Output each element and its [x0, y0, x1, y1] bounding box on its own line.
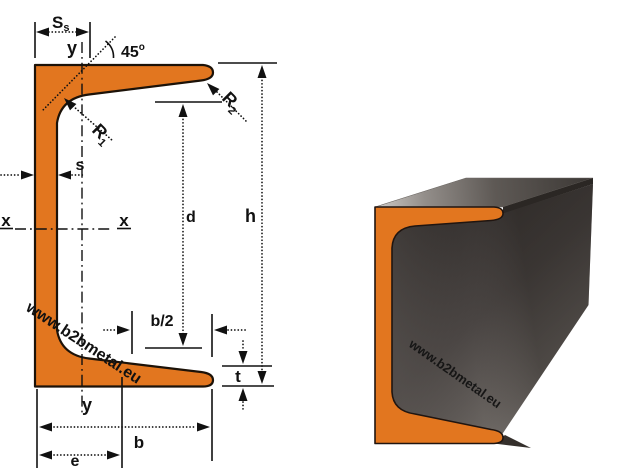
profile-3d: www.b2bmetal.eu: [374, 177, 594, 448]
dim-t: t: [235, 340, 248, 412]
dimension-label-s: s: [76, 157, 85, 174]
arrow-down-icon: [257, 371, 267, 384]
arrow-up-icon: [178, 104, 188, 117]
dim-ss: Ss: [36, 13, 89, 37]
profile-2d: [33, 63, 215, 388]
dim-angle-45: 45o: [42, 36, 145, 111]
axis-label-x-left: x: [1, 211, 11, 230]
dim-d: d: [178, 104, 196, 346]
arrow-up-left-icon: [64, 98, 77, 111]
arrow-left-icon: [36, 27, 49, 37]
dimension-label-h: h: [245, 206, 256, 226]
arrow-right-icon: [107, 450, 120, 460]
extension-lines: [0, 22, 277, 468]
arrow-down-icon: [238, 351, 248, 364]
arrow-down-icon: [178, 333, 188, 346]
inner-surfaces-shading-3d: [392, 184, 593, 438]
flange-tip-end-3d: [503, 178, 593, 214]
arrow-left-icon: [58, 170, 71, 180]
dim-b-half: b/2: [103, 313, 248, 335]
front-face-3d: [374, 206, 504, 445]
dimension-label-b: b: [134, 433, 144, 452]
dimension-label-r1: R1: [86, 120, 116, 150]
arrow-right-icon: [197, 422, 210, 432]
dimension-label-angle: 45o: [121, 42, 145, 61]
arrow-right-icon: [117, 325, 130, 335]
channel-outline-2d: [33, 63, 215, 388]
dimension-label-e: e: [71, 453, 80, 469]
axis-label-x-right: x: [119, 211, 129, 230]
arrow-right-icon: [76, 27, 89, 37]
dim-h: h: [245, 65, 267, 384]
dim-r1: R1: [64, 98, 116, 150]
dim-b: b: [39, 422, 210, 452]
arrow-right-icon: [21, 170, 34, 180]
arrow-up-icon: [257, 65, 267, 78]
dimension-label-d: d: [186, 209, 196, 226]
dim-s: s: [0, 157, 86, 180]
arrow-up-icon: [238, 388, 248, 401]
dimension-label-b-half: b/2: [150, 313, 173, 330]
dimension-label-ss: Ss: [52, 13, 69, 34]
dimension-label-t: t: [235, 367, 241, 386]
arrow-left-icon: [214, 325, 227, 335]
dim-e: e: [39, 450, 120, 469]
dimension-label-r2: R2: [216, 88, 246, 118]
arrow-up-left-icon: [207, 83, 220, 96]
arrow-left-icon: [39, 450, 52, 460]
axis-label-y-top: y: [67, 38, 77, 58]
axis-label-y-bottom: y: [82, 395, 92, 415]
arrow-left-icon: [39, 422, 52, 432]
